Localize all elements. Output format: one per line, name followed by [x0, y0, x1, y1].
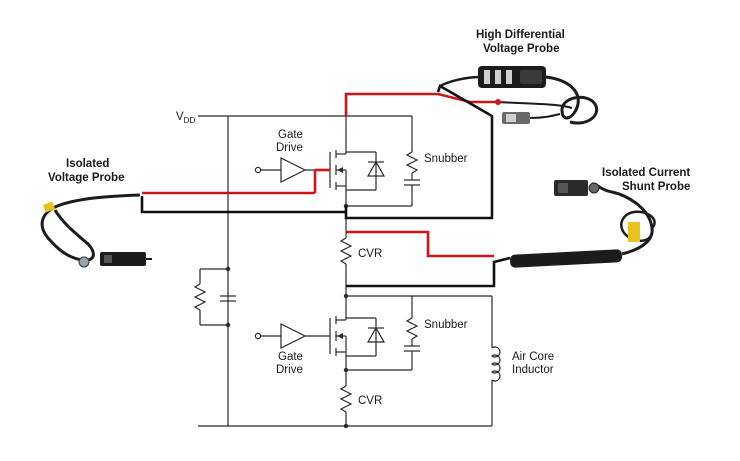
svg-text:Drive: Drive: [276, 142, 303, 154]
svg-text:Voltage Probe: Voltage Probe: [48, 172, 124, 184]
svg-text:Gate: Gate: [278, 129, 303, 141]
snubber-top-label: Snubber: [424, 153, 468, 165]
isolated-voltage-probe-device: [40, 193, 152, 268]
gate-drive-bottom-label: Gate Drive: [276, 351, 303, 376]
cvr-top-label: CVR: [358, 248, 382, 260]
svg-text:Gate: Gate: [278, 351, 303, 363]
svg-text:Drive: Drive: [276, 364, 303, 376]
low-side-switch: [254, 295, 501, 429]
svg-text:VDD: VDD: [176, 111, 195, 125]
svg-text:Shunt Probe: Shunt Probe: [622, 181, 690, 193]
high-differential-voltage-probe-device: [439, 66, 599, 125]
high-differential-voltage-probe-label: High Differential Voltage Probe: [476, 29, 565, 55]
svg-text:Inductor: Inductor: [512, 364, 554, 376]
svg-text:High Differential: High Differential: [476, 29, 565, 41]
snubber-bottom-label: Snubber: [424, 319, 468, 331]
isolated-current-shunt-probe-device: [510, 180, 656, 268]
probe-leads: [140, 84, 511, 288]
svg-text:Isolated: Isolated: [66, 158, 109, 170]
vdd-label: VDD: [176, 111, 195, 125]
cvr-bottom-label: CVR: [358, 395, 382, 407]
isolated-voltage-probe-label: Isolated Voltage Probe: [48, 158, 124, 184]
svg-text:Voltage Probe: Voltage Probe: [483, 43, 559, 55]
gate-drive-top-label: Gate Drive: [276, 129, 303, 154]
air-core-inductor-label: Air Core Inductor: [512, 351, 554, 376]
isolated-current-shunt-probe-label: Isolated Current Shunt Probe: [602, 167, 690, 193]
supply-rails: [193, 115, 492, 427]
svg-text:Isolated Current: Isolated Current: [602, 167, 690, 179]
svg-text:Air Core: Air Core: [512, 351, 554, 363]
